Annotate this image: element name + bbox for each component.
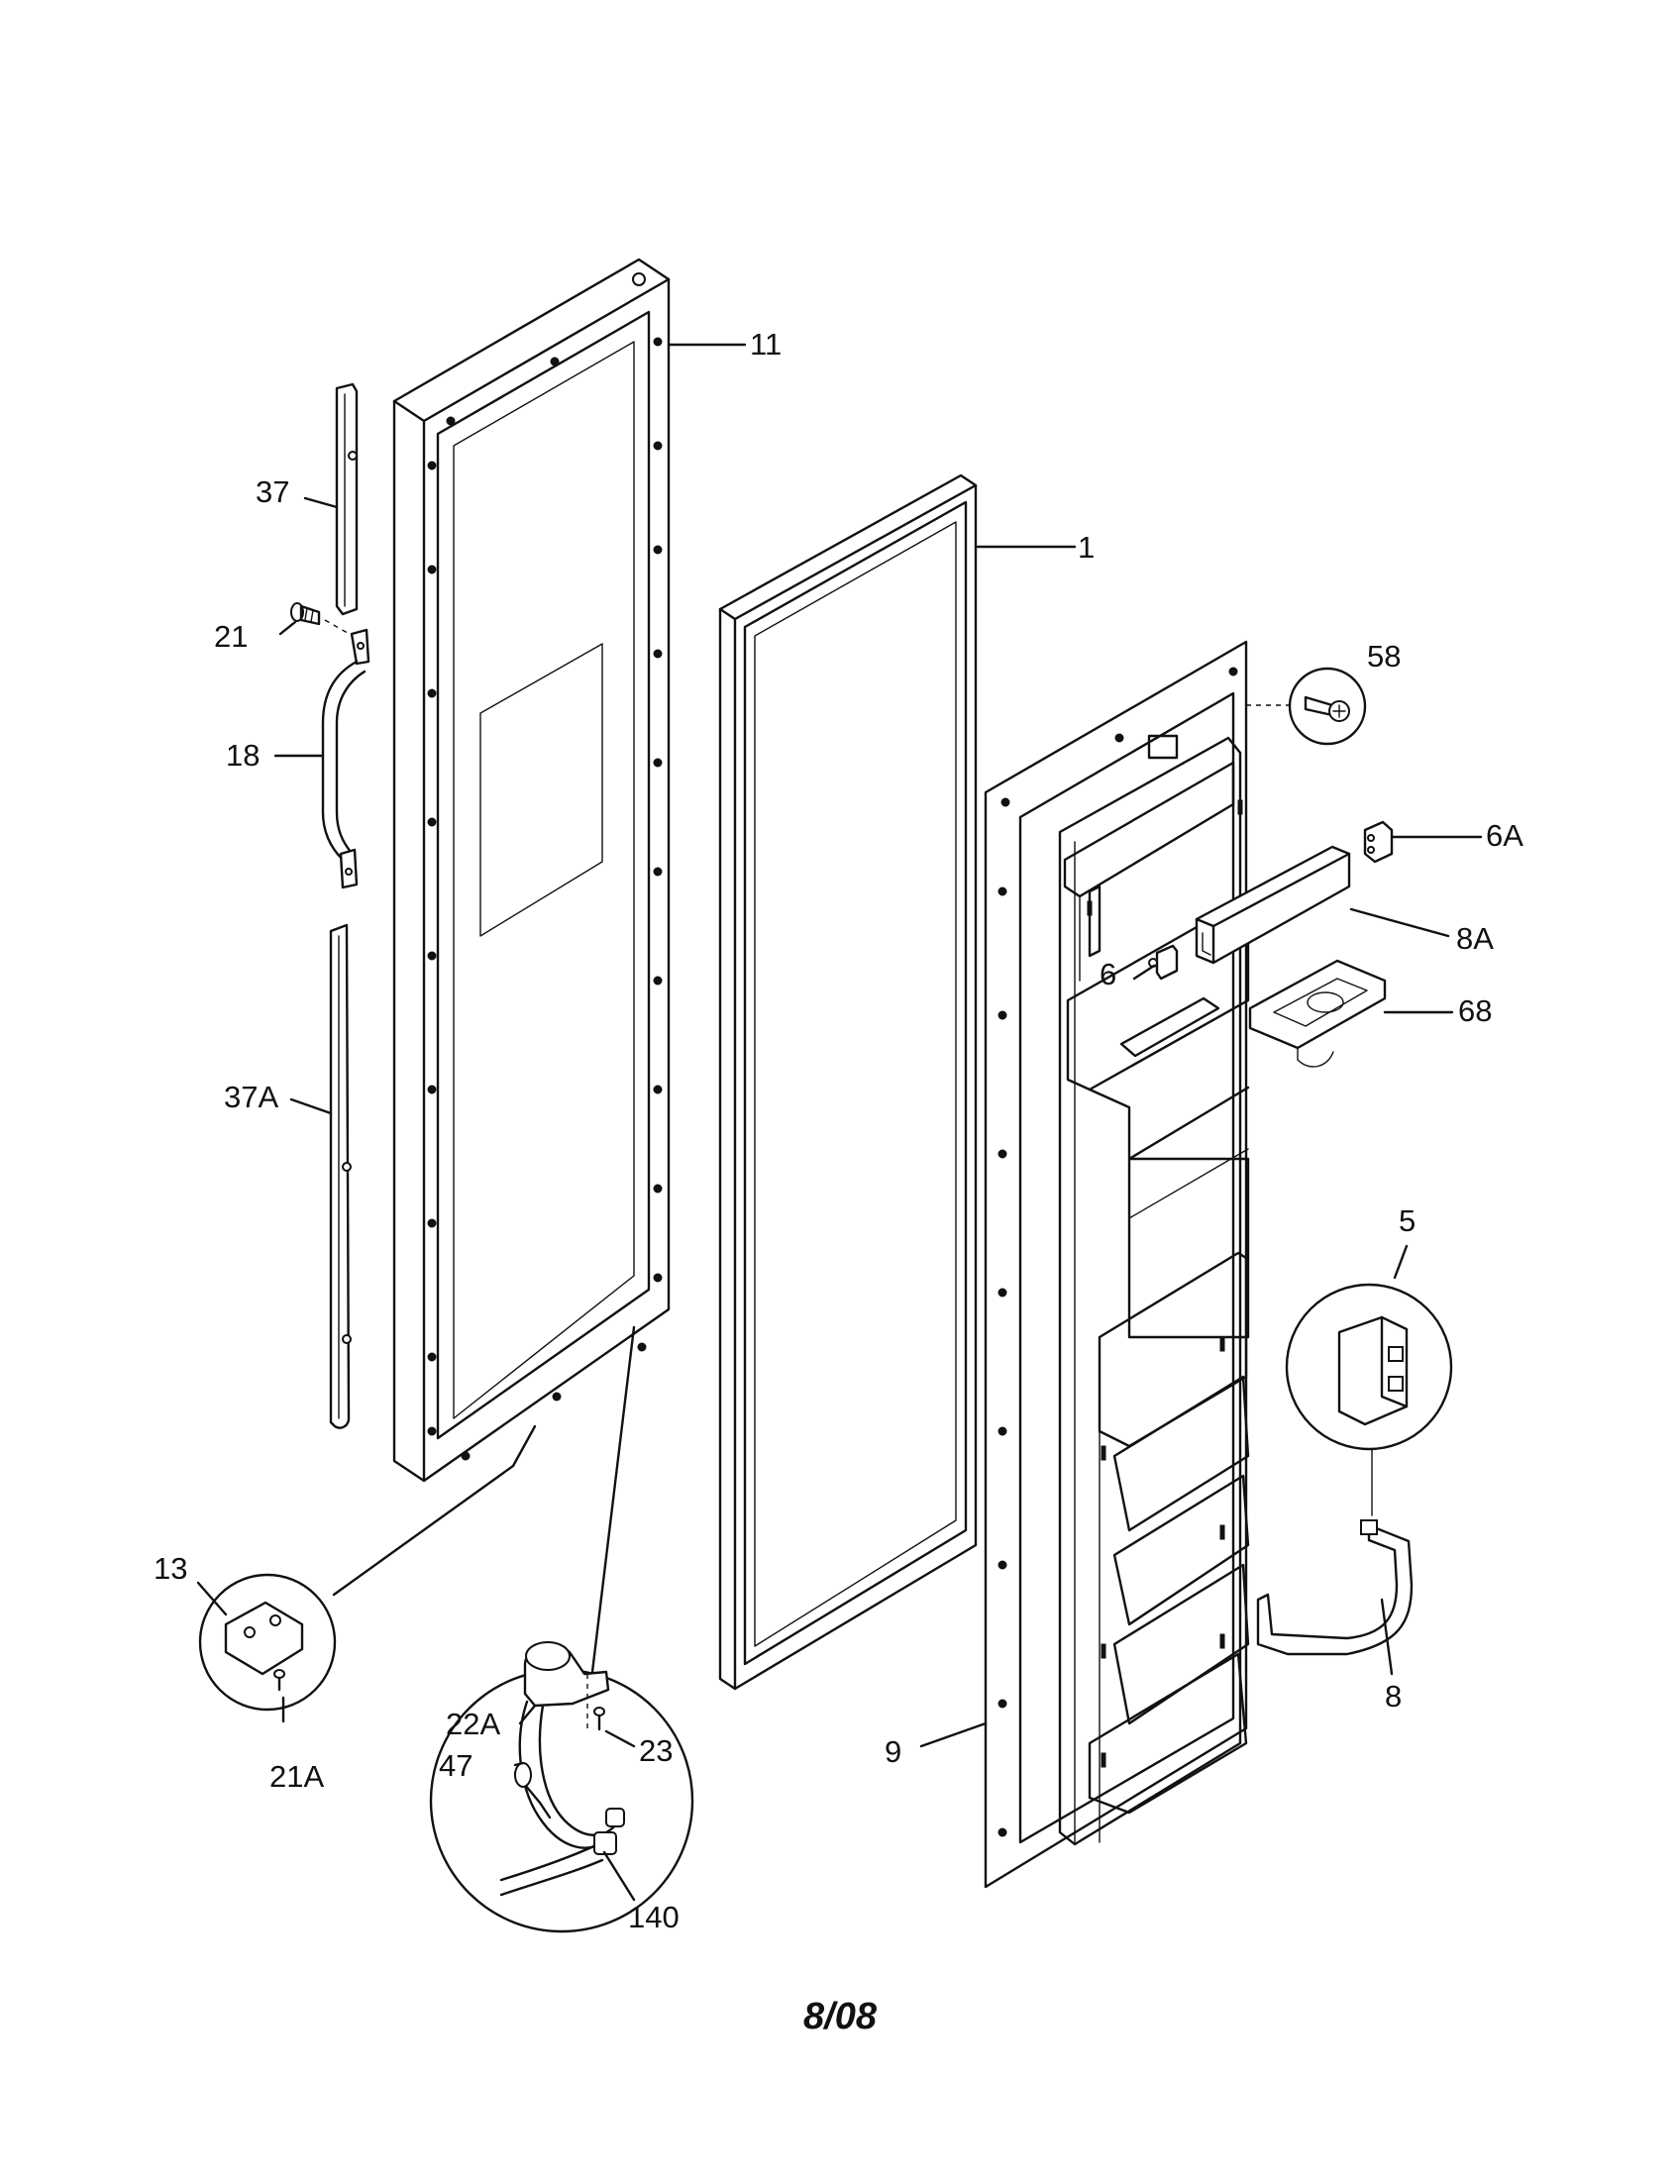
label-part-68: 68 xyxy=(1458,993,1493,1028)
screw-part-21 xyxy=(290,602,321,626)
trim-strip-part-37A xyxy=(329,923,352,1429)
label-part-47: 47 xyxy=(439,1748,473,1783)
date-code: 8/08 xyxy=(803,1996,877,2037)
dispenser-pad-part-68 xyxy=(1248,959,1387,1068)
inner-liner-part-9 xyxy=(984,640,1250,1889)
label-part-6A: 6A xyxy=(1486,818,1523,853)
trim-strip-part-37 xyxy=(335,382,359,616)
bracket-part-6 xyxy=(1148,944,1179,981)
label-part-21: 21 xyxy=(214,619,249,654)
bin-part-8 xyxy=(1256,1519,1414,1656)
label-part-37: 37 xyxy=(256,474,290,509)
gasket-part-1 xyxy=(718,473,978,1691)
label-part-1: 1 xyxy=(1078,530,1096,565)
channel-part-8A xyxy=(1195,845,1351,965)
screw-part-58 xyxy=(1288,667,1367,746)
label-part-22A: 22A xyxy=(446,1707,501,1741)
clip-part-6A xyxy=(1363,820,1394,864)
handle-part-18 xyxy=(321,628,370,889)
label-part-58: 58 xyxy=(1367,639,1402,674)
label-part-18: 18 xyxy=(226,738,261,773)
door-frame-part-11 xyxy=(392,258,671,1483)
label-part-8A: 8A xyxy=(1456,921,1494,956)
water-line-assembly xyxy=(429,1325,694,1933)
label-part-37A: 37A xyxy=(224,1080,279,1114)
label-part-11: 11 xyxy=(750,327,783,362)
label-part-6: 6 xyxy=(1100,957,1117,991)
label-part-8: 8 xyxy=(1385,1679,1403,1714)
label-part-5: 5 xyxy=(1399,1203,1417,1238)
label-part-140: 140 xyxy=(628,1900,680,1934)
leader-lines xyxy=(196,343,1483,1902)
bin-clip-part-5 xyxy=(1285,1283,1453,1451)
label-part-21A: 21A xyxy=(269,1759,325,1794)
label-part-13: 13 xyxy=(154,1551,188,1586)
label-part-23: 23 xyxy=(639,1733,674,1768)
label-part-9: 9 xyxy=(885,1734,902,1769)
hinge-plate-part-13 xyxy=(198,1573,337,1712)
